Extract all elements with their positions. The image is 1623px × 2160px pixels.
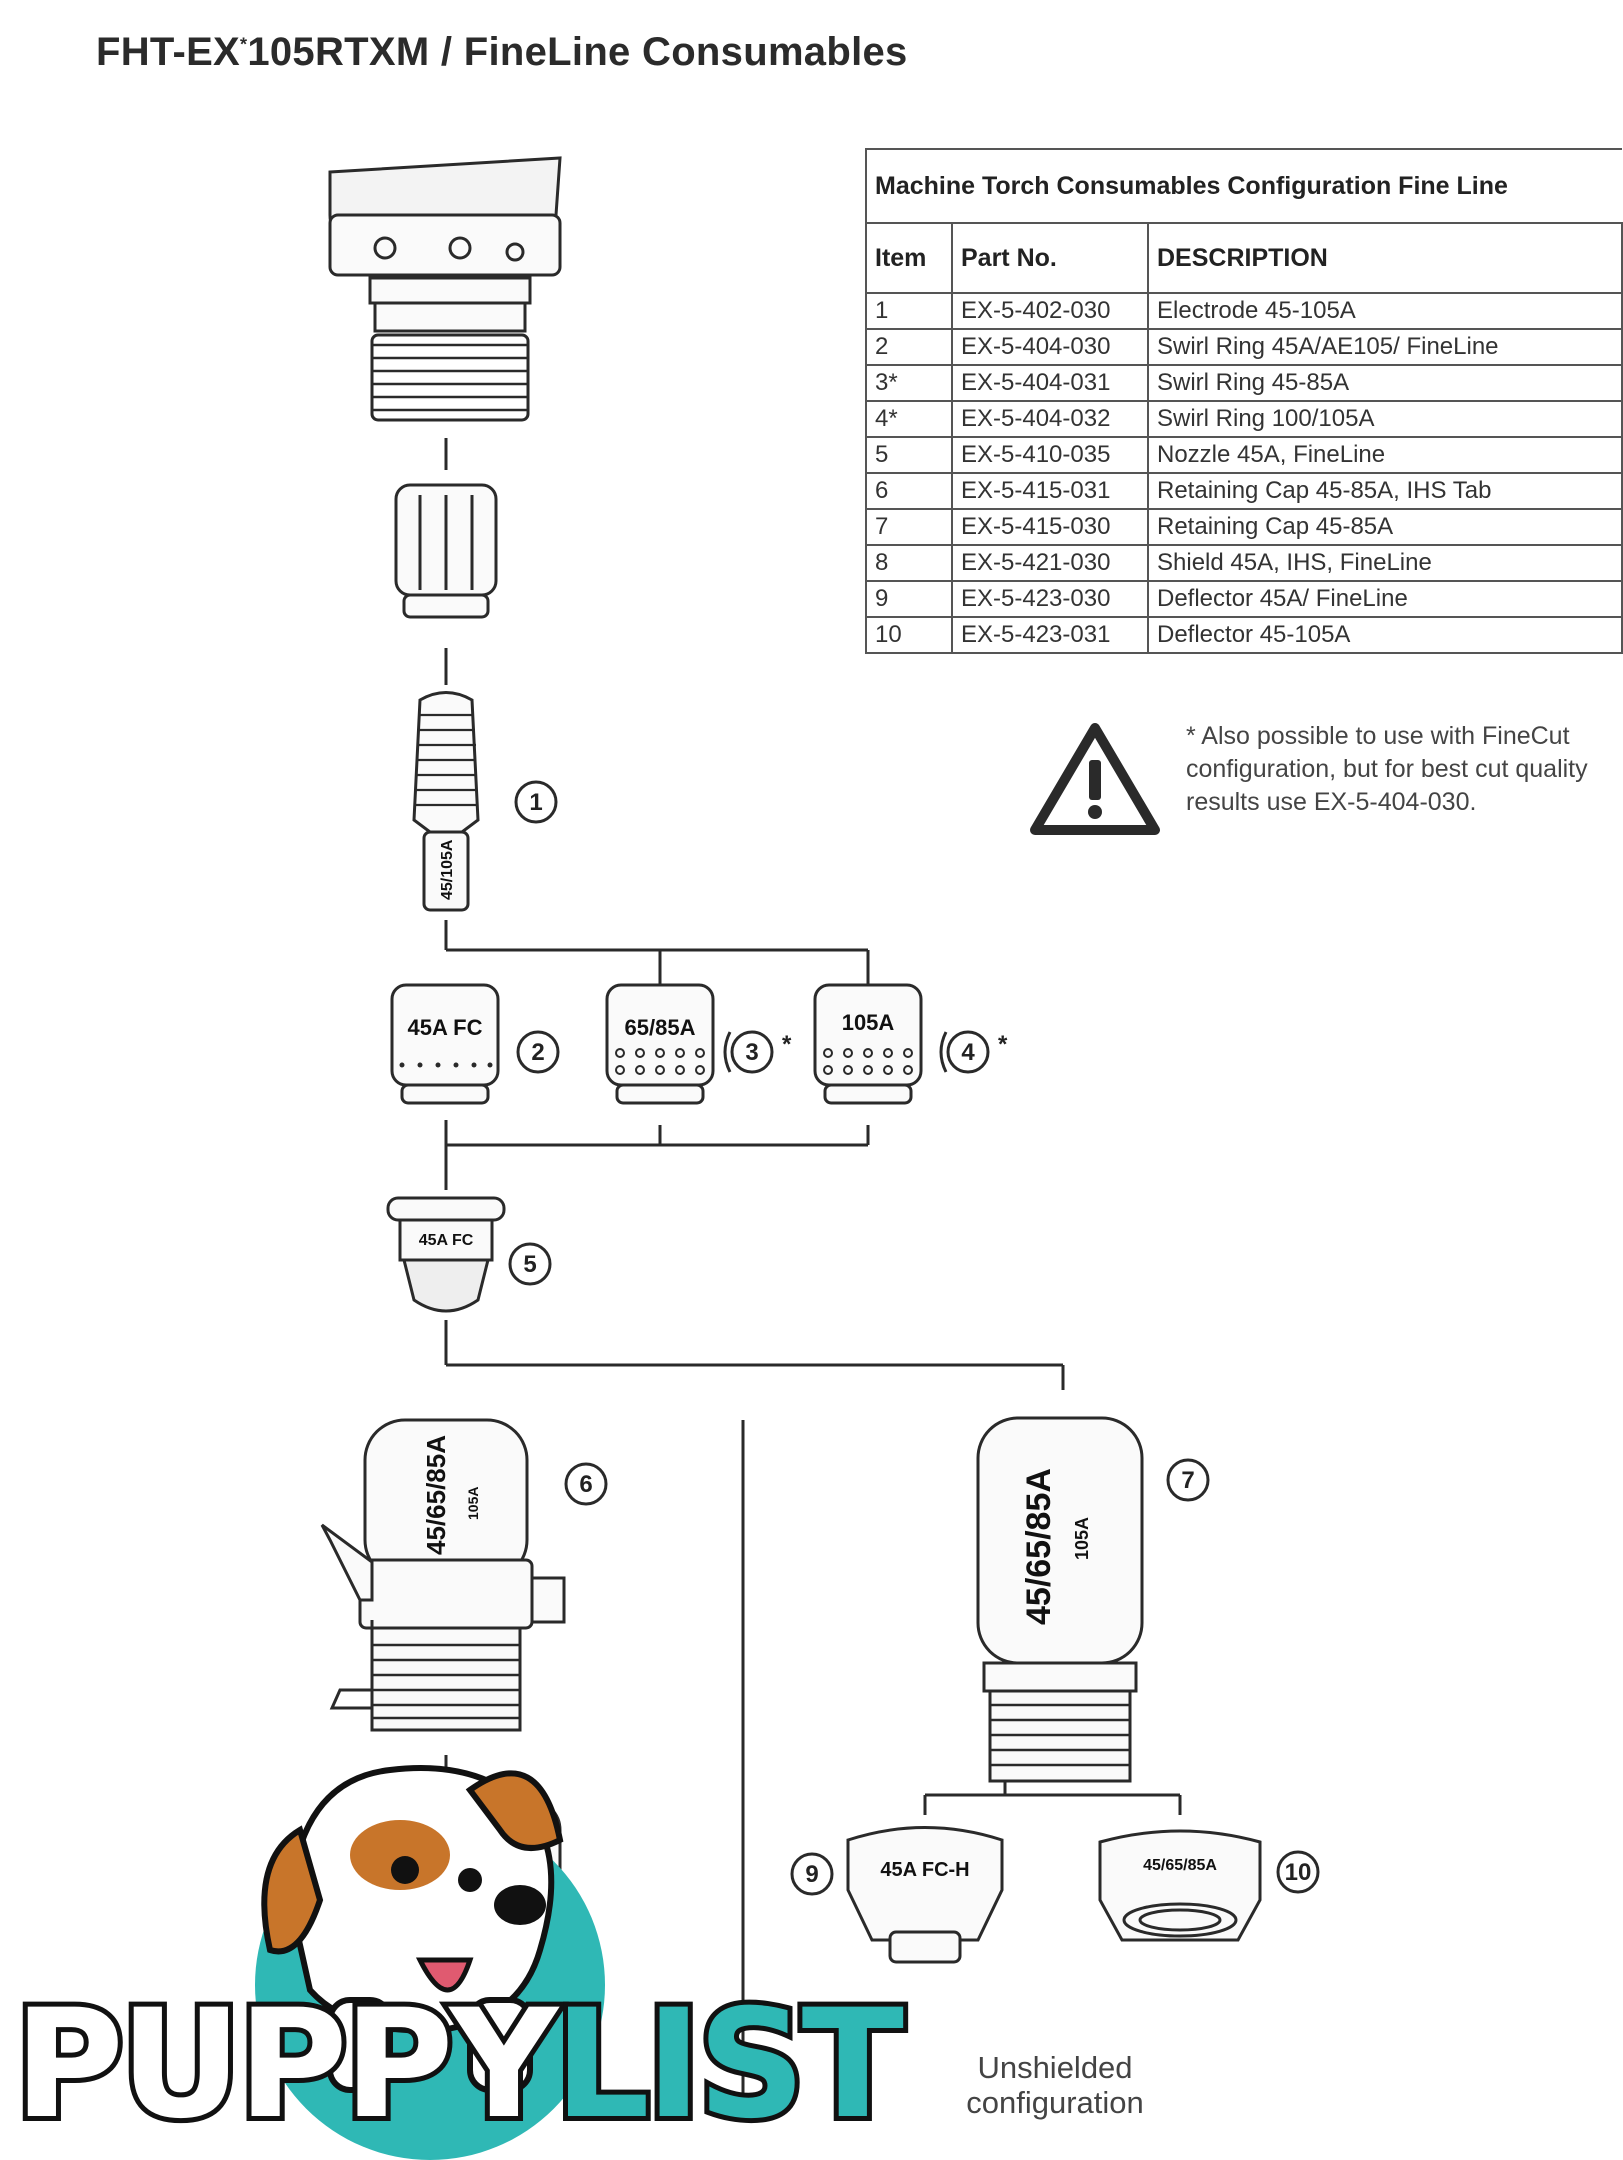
- watermark-part-2: LIST: [549, 1978, 909, 2152]
- cell-item: 8: [865, 544, 953, 582]
- cell-description: Swirl Ring 45-85A: [1147, 364, 1623, 402]
- watermark-logo: PUPPYLIST: [9, 1985, 909, 2145]
- cap-6-marking: 45/65/85A: [421, 1435, 451, 1555]
- callout-10: 10: [1285, 1859, 1312, 1886]
- swirl-3-marking: 65/85A: [625, 1015, 696, 1040]
- callout-3: 3: [745, 1039, 758, 1066]
- callout-3-mark: *: [782, 1031, 792, 1058]
- cell-part-no: EX-5-423-030: [951, 580, 1149, 618]
- cell-item: 10: [865, 616, 953, 654]
- cell-description: Retaining Cap 45-85A, IHS Tab: [1147, 472, 1623, 510]
- cap-6-badge: 105A: [465, 1487, 481, 1520]
- deflector-9: [846, 1826, 1004, 1964]
- cell-description: Swirl Ring 100/105A: [1147, 400, 1623, 438]
- deflector-9-marking: 45A FC-H: [880, 1859, 969, 1881]
- cap-7-marking: 45/65/85A: [1020, 1468, 1058, 1625]
- cell-item: 6: [865, 472, 953, 510]
- upper-swirl-ring: [394, 483, 498, 619]
- cell-part-no: EX-5-410-035: [951, 436, 1149, 474]
- callout-9: 9: [805, 1861, 818, 1888]
- cell-item: 4*: [865, 400, 953, 438]
- callout-6: 6: [579, 1471, 592, 1498]
- cell-item: 1: [865, 292, 953, 330]
- callout-4-mark: *: [998, 1031, 1008, 1058]
- callout-5: 5: [523, 1251, 536, 1278]
- cell-description: Deflector 45A/ FineLine: [1147, 580, 1623, 618]
- cell-part-no: EX-5-421-030: [951, 544, 1149, 582]
- cap-7-badge: 105A: [1072, 1517, 1092, 1560]
- callout-1: 1: [529, 789, 542, 816]
- page-title: FHT-EX*105RTXM / FineLine Consumables: [96, 30, 908, 74]
- retaining-cap-7: [976, 1416, 1144, 1783]
- callout-7: 7: [1181, 1467, 1194, 1494]
- cell-part-no: EX-5-404-032: [951, 400, 1149, 438]
- cell-description: Deflector 45-105A: [1147, 616, 1623, 654]
- cell-description: Electrode 45-105A: [1147, 292, 1623, 330]
- callout-2: 2: [531, 1039, 544, 1066]
- unshielded-label-line-1: Unshielded: [977, 2050, 1133, 2085]
- cell-item: 3*: [865, 364, 953, 402]
- cell-description: Retaining Cap 45-85A: [1147, 508, 1623, 546]
- cell-item: 9: [865, 580, 953, 618]
- cell-description: Nozzle 45A, FineLine: [1147, 436, 1623, 474]
- cell-part-no: EX-5-402-030: [951, 292, 1149, 330]
- table-caption: Machine Torch Consumables Configuration …: [865, 148, 1622, 224]
- column-header-description: DESCRIPTION: [1147, 222, 1623, 294]
- warning-note: * Also possible to use with FineCut conf…: [1186, 722, 1588, 816]
- cell-item: 2: [865, 328, 953, 366]
- deflector-10: [1098, 1829, 1262, 1942]
- watermark-part-1: PUPPY: [9, 1978, 563, 2152]
- swirl-4-marking: 105A: [842, 1010, 895, 1035]
- unshielded-label-line-2: configuration: [966, 2085, 1144, 2120]
- callout-4: 4: [961, 1039, 975, 1066]
- cell-part-no: EX-5-415-030: [951, 508, 1149, 546]
- puppy-logo-icon: [255, 1765, 605, 2160]
- column-header-item: Item: [865, 222, 953, 294]
- torch-head: [328, 156, 562, 422]
- cell-item: 7: [865, 508, 953, 546]
- nozzle: [386, 1196, 506, 1313]
- cell-part-no: EX-5-423-031: [951, 616, 1149, 654]
- swirl-2-marking: 45A FC: [408, 1015, 483, 1040]
- warning-icon: [1030, 723, 1160, 835]
- electrode-marking: 45/105A: [439, 839, 456, 900]
- cell-description: Shield 45A, IHS, FineLine: [1147, 544, 1623, 582]
- parts-table: Machine Torch Consumables Configuration …: [865, 148, 1623, 654]
- swirl-ring-2: [390, 983, 500, 1105]
- unshielded-label: Unshielded configuration: [950, 2050, 1160, 2120]
- column-header-part-no: Part No.: [951, 222, 1149, 294]
- cell-description: Swirl Ring 45A/AE105/ FineLine: [1147, 328, 1623, 366]
- swirl-ring-3: [605, 983, 715, 1105]
- electrode: [412, 691, 480, 912]
- nozzle-marking: 45A FC: [419, 1232, 474, 1249]
- deflector-10-marking: 45/65/85A: [1143, 1857, 1217, 1874]
- cell-part-no: EX-5-404-031: [951, 364, 1149, 402]
- retaining-cap-6: [320, 1418, 566, 1732]
- swirl-ring-4: [813, 983, 923, 1105]
- cell-item: 5: [865, 436, 953, 474]
- cell-part-no: EX-5-415-031: [951, 472, 1149, 510]
- cell-part-no: EX-5-404-030: [951, 328, 1149, 366]
- connector-lines: [444, 438, 1182, 2100]
